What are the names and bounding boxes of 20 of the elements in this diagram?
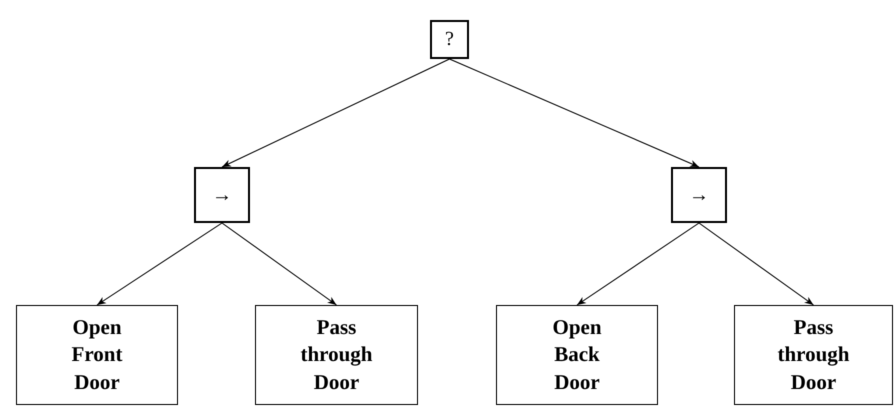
control-node-box — [671, 167, 727, 223]
arrow — [698, 222, 814, 306]
arrow — [576, 222, 700, 306]
action-label: Open Back Door — [551, 314, 602, 396]
action-label: Pass through Door — [776, 314, 850, 396]
arrow — [222, 222, 337, 306]
action-box — [734, 305, 893, 405]
action-box — [496, 305, 658, 405]
node-symbol: → — [689, 184, 709, 206]
arrow — [96, 222, 222, 306]
control-node-box — [430, 20, 469, 59]
action-box — [255, 305, 418, 405]
action-box — [16, 305, 178, 405]
arrow — [449, 58, 700, 168]
node-symbol: ? — [445, 28, 454, 51]
action-label: Open Front Door — [70, 314, 124, 396]
control-node-box — [194, 167, 250, 223]
arrow — [222, 58, 450, 168]
action-label: Pass through Door — [300, 314, 374, 396]
node-symbol: → — [212, 184, 232, 206]
